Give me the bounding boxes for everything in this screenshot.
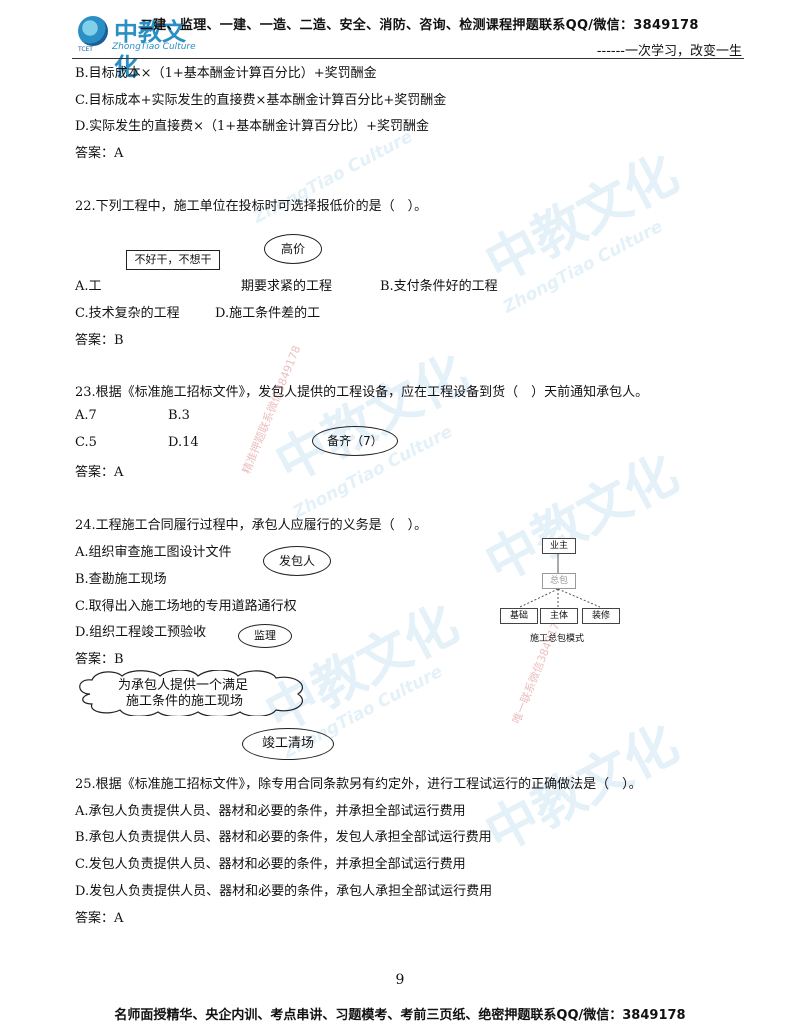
q25-option-c: C.发包人负责提供人员、器材和必要的条件，并承担全部试运行费用 bbox=[75, 857, 466, 872]
contracting-diagram: 业主 总包 基础 主体 装修 施工总包模式 bbox=[490, 535, 640, 650]
q25-stem: 25.根据《标准施工招标文件》，除专用合同条款另有约定外，进行工程试运行的正确做… bbox=[75, 777, 642, 792]
header-slogan: ------一次学习，改变一生 bbox=[596, 44, 742, 59]
q23-option-a: A.7 bbox=[75, 408, 97, 423]
q22-option-b: B.支付条件好的工程 bbox=[380, 279, 498, 294]
diagram-owner: 业主 bbox=[542, 538, 576, 554]
note-cloud-line1: 为承包人提供一个满足 bbox=[118, 678, 249, 693]
q23-option-b: B.3 bbox=[168, 408, 190, 423]
header-title: 二建、监理、一建、一造、二造、安全、消防、咨询、检测课程押题联系QQ/微信：38… bbox=[140, 18, 699, 33]
q22-option-a-part1: A.工 bbox=[75, 279, 102, 294]
q25-option-d: D.发包人负责提供人员、器材和必要的条件，承包人承担全部试运行费用 bbox=[75, 884, 493, 899]
q22-stem: 22.下列工程中，施工单位在投标时可选择报低价的是（ ）。 bbox=[75, 199, 428, 214]
footer-text: 名师面授精华、央企内训、考点串讲、习题模考、考前三页纸、绝密押题联系QQ/微信：… bbox=[114, 1008, 686, 1023]
q25-option-b: B.承包人负责提供人员、器材和必要的条件，发包人承担全部试运行费用 bbox=[75, 830, 492, 845]
page-number: 9 bbox=[395, 972, 405, 988]
note-jungong: 竣工清场 bbox=[242, 728, 334, 760]
diagram-connectors bbox=[519, 553, 601, 608]
diagram-caption: 施工总包模式 bbox=[530, 634, 585, 644]
q22-option-c: C.技术复杂的工程 bbox=[75, 306, 180, 321]
q23-option-c: C.5 bbox=[75, 435, 97, 450]
q22-option-d: D.施工条件差的工 bbox=[215, 306, 321, 321]
note-fabaoren: 发包人 bbox=[263, 546, 331, 576]
q24-option-c: C.取得出入施工场地的专用道路通行权 bbox=[75, 599, 297, 614]
q23-option-d: D.14 bbox=[168, 435, 199, 450]
q21-option-d: D.实际发生的直接费×（1+基本酬金计算百分比）+奖罚酬金 bbox=[75, 119, 430, 134]
logo-mark-icon bbox=[78, 16, 108, 46]
logo-tcet: TCET bbox=[78, 46, 93, 53]
brand-logo: 中教文化 ZhongTiao Culture TCET bbox=[74, 14, 204, 81]
q25-option-a: A.承包人负责提供人员、器材和必要的条件，并承担全部试运行费用 bbox=[75, 804, 466, 819]
q23-stem: 23.根据《标准施工招标文件》，发包人提供的工程设备，应在工程设备到货（ ）天前… bbox=[75, 385, 649, 400]
diagram-decoration: 装修 bbox=[582, 608, 620, 624]
q21-option-c: C.目标成本+实际发生的直接费×基本酬金计算百分比+奖罚酬金 bbox=[75, 93, 447, 108]
diagram-foundation: 基础 bbox=[500, 608, 538, 624]
q24-option-d: D.组织工程竣工预验收 bbox=[75, 625, 207, 640]
q24-stem: 24.工程施工合同履行过程中，承包人应履行的义务是（ ）。 bbox=[75, 518, 428, 533]
note-gaojia: 高价 bbox=[264, 234, 322, 264]
q22-answer: 答案：B bbox=[75, 333, 124, 348]
note-cloud-shape bbox=[79, 670, 304, 716]
diagram-main-structure: 主体 bbox=[540, 608, 578, 624]
note-cloud-line2: 施工条件的施工现场 bbox=[126, 694, 244, 709]
diagram-general-contractor: 总包 bbox=[542, 573, 576, 589]
q24-answer: 答案：B bbox=[75, 652, 124, 667]
note-buhao: 不好干，不想干 bbox=[126, 250, 220, 270]
q24-option-a: A.组织审查施工图设计文件 bbox=[75, 545, 232, 560]
q22-option-a-part2: 期要求紧的工程 bbox=[241, 279, 333, 294]
header-divider bbox=[72, 58, 744, 59]
logo-subtext: ZhongTiao Culture bbox=[112, 42, 196, 52]
note-beiqi: 备齐（7） bbox=[312, 426, 398, 456]
note-jianli: 监理 bbox=[238, 624, 292, 648]
q21-option-b: B.目标成本×（1+基本酬金计算百分比）+奖罚酬金 bbox=[75, 66, 377, 81]
q25-answer: 答案：A bbox=[75, 911, 124, 926]
q21-answer: 答案：A bbox=[75, 146, 124, 161]
q23-answer: 答案：A bbox=[75, 465, 124, 480]
logo-text: 中教文化 bbox=[114, 18, 186, 81]
q24-option-b: B.查勘施工现场 bbox=[75, 572, 167, 587]
